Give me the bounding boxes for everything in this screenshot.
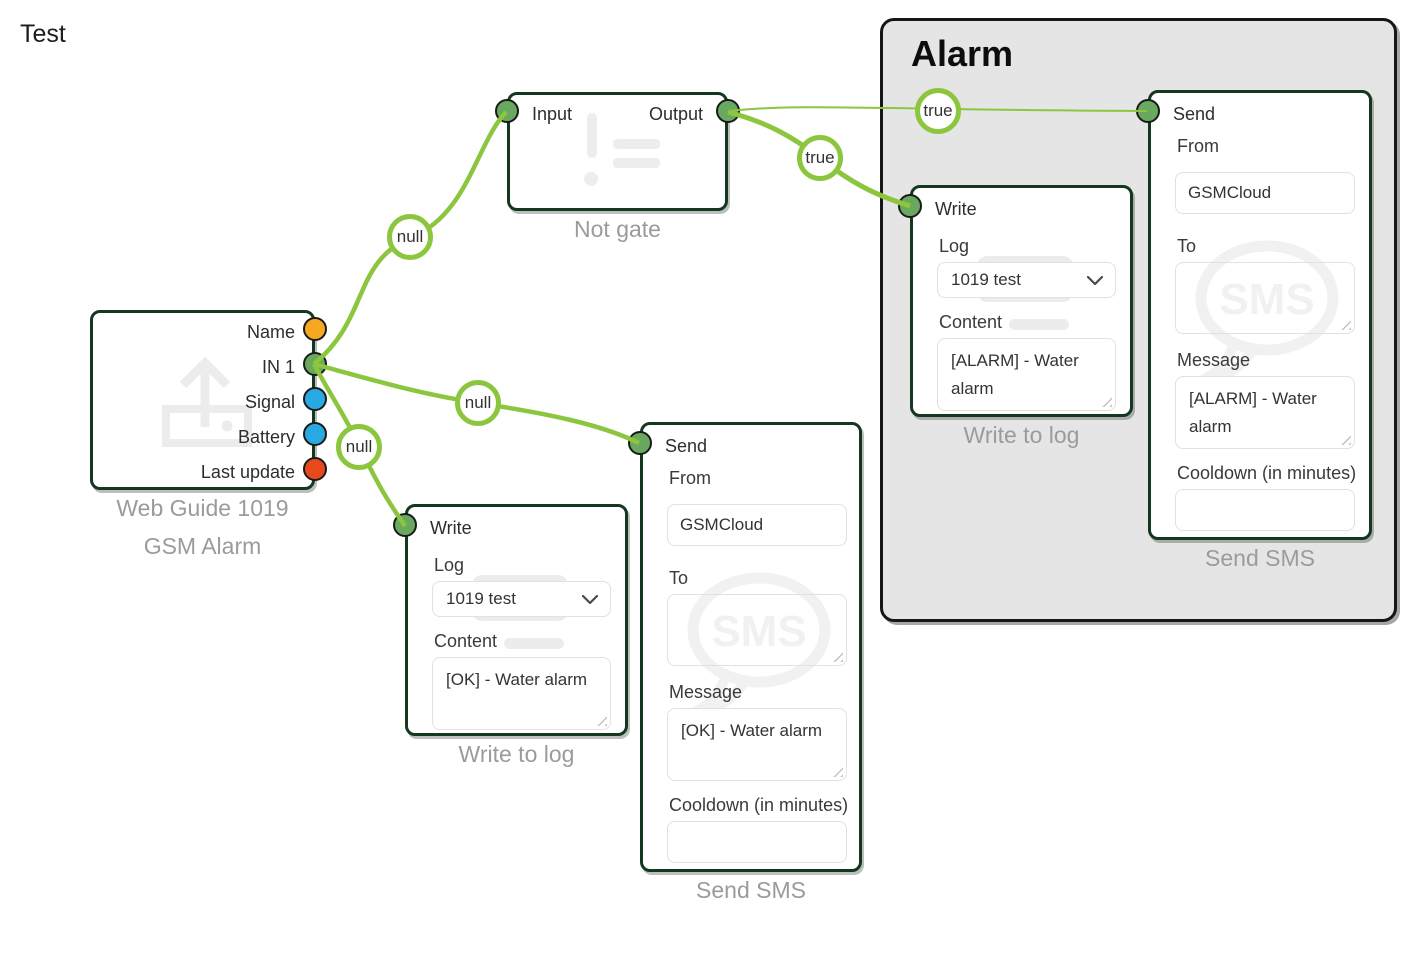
message-field-label: Message — [1177, 350, 1251, 370]
edge-value-badge[interactable]: true — [915, 88, 961, 134]
port-label-name: Name — [246, 322, 295, 342]
port-write[interactable] — [898, 194, 922, 218]
port-label-in1: IN 1 — [261, 357, 295, 377]
resize-grip-icon[interactable] — [1339, 433, 1351, 445]
edge-value-badge[interactable]: true — [797, 135, 843, 181]
message-text: [ALARM] - Water alarm — [1189, 389, 1317, 436]
from-input[interactable] — [1175, 172, 1355, 214]
port-label-input: Input — [532, 104, 573, 124]
log-select[interactable]: 1019 test — [937, 262, 1116, 298]
from-input[interactable] — [667, 504, 847, 546]
port-label-write: Write — [935, 199, 977, 219]
node-caption: GSM Alarm — [143, 533, 262, 559]
node-caption: Write to log — [458, 741, 575, 767]
port-input[interactable] — [495, 99, 519, 123]
node-caption: Write to log — [963, 422, 1080, 448]
node-send-sms-alarm[interactable]: SMS Send From To Message [ALARM] - Water… — [1136, 90, 1372, 571]
group-alarm-title: Alarm — [911, 33, 1014, 74]
chevron-down-icon — [1087, 275, 1103, 285]
port-label-output: Output — [648, 104, 703, 124]
node-not-gate[interactable]: Input Output Not gate — [495, 92, 740, 242]
content-field-label: Content — [434, 631, 498, 651]
content-field-label: Content — [939, 312, 1003, 332]
port-signal[interactable] — [303, 387, 327, 411]
port-send[interactable] — [628, 431, 652, 455]
edge-value-badge[interactable]: null — [336, 424, 382, 470]
edge-value-badge[interactable]: null — [387, 214, 433, 260]
message-textarea[interactable]: [ALARM] - Water alarm — [1175, 376, 1355, 449]
resize-grip-icon[interactable] — [831, 650, 843, 662]
port-name[interactable] — [303, 317, 327, 341]
node-device[interactable]: Name IN 1 Signal Battery Last update Web… — [90, 310, 327, 559]
not-equal-icon — [587, 113, 597, 158]
node-caption: Send SMS — [696, 877, 806, 903]
port-label-send: Send — [1173, 104, 1216, 124]
message-textarea[interactable]: [OK] - Water alarm — [667, 708, 847, 781]
port-write[interactable] — [393, 513, 417, 537]
cooldown-field-label: Cooldown (in minutes) — [1177, 463, 1357, 483]
port-label-battery: Battery — [237, 427, 295, 447]
not-equal-icon — [584, 172, 598, 186]
resize-grip-icon[interactable] — [831, 765, 843, 777]
to-field-label: To — [669, 568, 689, 588]
log-select-value: 1019 test — [446, 589, 516, 608]
cooldown-field-label: Cooldown (in minutes) — [669, 795, 849, 815]
node-caption: Send SMS — [1205, 545, 1315, 571]
port-label-lastupdate: Last update — [200, 462, 295, 482]
node-write-log-ok[interactable]: Write Log 1019 test Content [OK] - Water… — [393, 504, 628, 767]
message-text: [OK] - Water alarm — [681, 721, 823, 740]
port-label-write: Write — [430, 518, 472, 538]
port-battery[interactable] — [303, 422, 327, 446]
skeleton-bar — [1009, 319, 1069, 330]
to-field-label: To — [1177, 236, 1197, 256]
node-send-sms-ok[interactable]: SMS Send From To Message [OK] - Water al… — [628, 422, 862, 903]
resize-grip-icon[interactable] — [1100, 395, 1112, 407]
cooldown-input[interactable] — [667, 821, 847, 863]
port-send[interactable] — [1136, 99, 1160, 123]
node-caption: Web Guide 1019 — [116, 495, 289, 521]
skeleton-bar — [504, 638, 564, 649]
content-text: [OK] - Water alarm — [446, 670, 588, 689]
node-write-log-alarm[interactable]: Write Log 1019 test Content [ALARM] - Wa… — [898, 185, 1133, 448]
log-select[interactable]: 1019 test — [432, 581, 611, 617]
node-caption: Not gate — [574, 216, 661, 242]
port-label-signal: Signal — [244, 392, 295, 412]
content-textarea[interactable]: [OK] - Water alarm — [432, 657, 611, 730]
content-textarea[interactable]: [ALARM] - Water alarm — [937, 338, 1116, 411]
to-textarea[interactable] — [1175, 262, 1355, 334]
edge-value-badge[interactable]: null — [455, 380, 501, 426]
log-field-label: Log — [939, 236, 970, 256]
port-output[interactable] — [716, 99, 740, 123]
not-equal-icon — [613, 158, 660, 168]
resize-grip-icon[interactable] — [1339, 318, 1351, 330]
log-select-value: 1019 test — [951, 270, 1021, 289]
not-equal-icon — [613, 139, 660, 149]
to-textarea[interactable] — [667, 594, 847, 666]
chevron-down-icon — [582, 594, 598, 604]
log-field-label: Log — [434, 555, 465, 575]
from-field-label: From — [1177, 136, 1219, 156]
port-label-send: Send — [665, 436, 708, 456]
resize-grip-icon[interactable] — [595, 714, 607, 726]
cooldown-input[interactable] — [1175, 489, 1355, 531]
page-title: Test — [20, 20, 66, 48]
from-field-label: From — [669, 468, 711, 488]
port-last-update[interactable] — [303, 457, 327, 481]
content-text: [ALARM] - Water alarm — [951, 351, 1079, 398]
port-in1[interactable] — [303, 352, 327, 376]
message-field-label: Message — [669, 682, 743, 702]
